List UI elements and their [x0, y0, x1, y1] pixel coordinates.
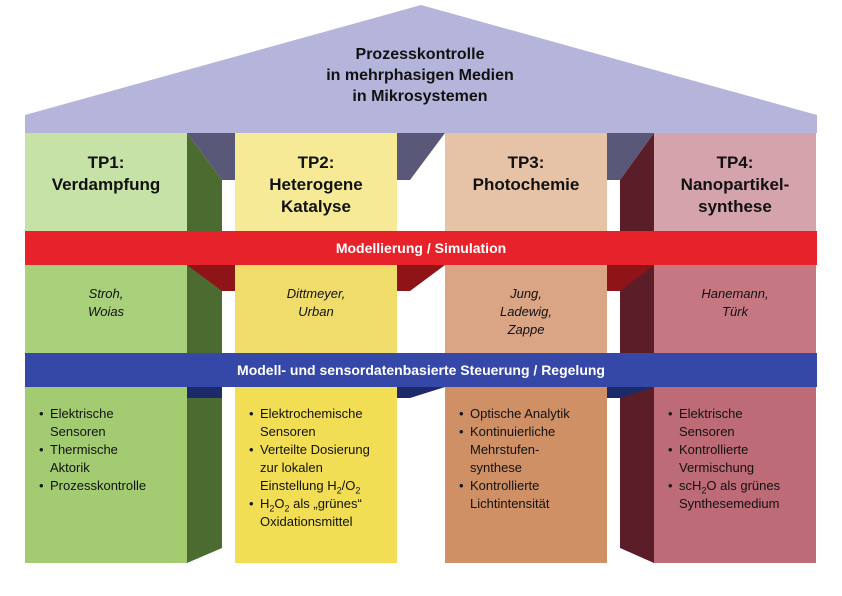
tp2-name: Urban	[298, 304, 334, 319]
tp1-name: Woias	[87, 304, 125, 319]
bullet-line: Elektrochemische	[260, 406, 363, 421]
tp2-title-line: Katalyse	[281, 197, 351, 216]
bullet-line: Sensoren	[50, 424, 106, 439]
bullet-line: Verteilte Dosierung	[260, 442, 370, 457]
roof-title-line: in Mikrosystemen	[352, 88, 488, 105]
tp4-title: TP4: Nanopartikel- synthese	[654, 152, 816, 218]
band-shadow	[397, 265, 445, 291]
tp2-title: TP2: Heterogene Katalyse	[235, 152, 397, 218]
tp1-title-line: TP1:	[87, 153, 125, 172]
beam-shadow	[607, 133, 654, 180]
band-shadow	[187, 387, 222, 398]
tp1-title: TP1: Verdampfung	[25, 152, 187, 196]
bullet-line: Optische Analytik	[470, 406, 570, 421]
modelling-simulation-band: Modellierung / Simulation	[25, 231, 817, 265]
bullet-line: scH2O als grünes	[679, 478, 781, 496]
tp2-name: Dittmeyer,	[286, 286, 346, 301]
tp3-title-line: TP3:	[507, 153, 545, 172]
bullet-item: Prozesskontrolle	[39, 477, 189, 495]
bullet-line: Kontrollierte	[679, 442, 749, 457]
bullet-line: Elektrische	[50, 406, 114, 421]
roof	[25, 5, 817, 133]
bullet-line: Sensoren	[260, 424, 316, 439]
bullet-line: Einstellung H2/O2	[260, 478, 361, 496]
beam-shadow	[397, 133, 445, 180]
tp3-names: Jung, Ladewig, Zappe	[445, 285, 607, 339]
tp4-title-line: synthese	[698, 197, 772, 216]
bullet-item: Verteilte Dosierung zur lokalenEinstellun…	[249, 441, 399, 495]
tp2-names: Dittmeyer, Urban	[235, 285, 397, 321]
bullet-line: Oxidationsmittel	[260, 514, 353, 529]
tp4-pillar-mid	[654, 265, 816, 353]
bullet-line: Lichtintensität	[470, 496, 550, 511]
tp3-name: Jung,	[510, 286, 542, 301]
bullet-item: H2O2 als „grünes“Oxidationsmittel	[249, 495, 399, 531]
tp2-pillar-mid	[235, 265, 397, 353]
bullet-line: H2O2 als „grünes“	[260, 496, 362, 514]
tp2-title-line: Heterogene	[269, 175, 363, 194]
tp3-name: Ladewig,	[499, 304, 553, 319]
tp4-pillar-side	[620, 133, 654, 563]
band-shadow	[187, 265, 235, 291]
bullet-line: Sensoren	[679, 424, 735, 439]
bullet-item: Optische Analytik	[459, 405, 609, 423]
tp2-title-line: TP2:	[297, 153, 335, 172]
beam-shadow	[187, 133, 235, 180]
bullet-line: Prozesskontrolle	[50, 478, 147, 493]
roof-title-line: Prozesskontrolle	[355, 46, 485, 63]
tp1-pillar-top	[25, 133, 187, 231]
tp1-title-line: Verdampfung	[51, 175, 161, 194]
tp4-pillar-top	[654, 133, 816, 231]
bullet-line: Mehrstufen-	[470, 442, 540, 457]
tp3-pillar-mid	[445, 265, 607, 353]
tp4-names: Hanemann, Türk	[654, 285, 816, 321]
band-shadow	[607, 265, 654, 291]
tp4-name: Türk	[722, 304, 748, 319]
tp3-pillar-top	[445, 133, 607, 231]
tp1-name: Stroh,	[88, 286, 124, 301]
band-shadow	[397, 387, 445, 398]
tp3-title-line: Photochemie	[472, 175, 580, 194]
bullet-line: Aktorik	[50, 460, 90, 475]
tp3-name: Zappe	[507, 322, 545, 337]
bullet-line: zur lokalen	[260, 460, 323, 475]
tp1-names: Stroh, Woias	[25, 285, 187, 321]
bullet-line: Kontrollierte	[470, 478, 540, 493]
roof-title-line: in mehrphasigen Medien	[326, 67, 514, 84]
control-band: Modell- und sensordatenbasierte Steuerun…	[25, 353, 817, 387]
bullet-line: Thermische	[50, 442, 118, 457]
tp4-name: Hanemann,	[701, 286, 769, 301]
tp3-title: TP3: Photochemie	[445, 152, 607, 196]
bullet-line: Synthesemedium	[679, 496, 780, 511]
tp3-bullet-list: Optische Analytik KontinuierlicheMehrstu…	[459, 405, 609, 513]
bullet-line: Elektrische	[679, 406, 743, 421]
band-shadow	[607, 387, 654, 398]
bullet-line: Vermischung	[679, 460, 755, 475]
tp2-pillar-top	[235, 133, 397, 231]
tp4-title-line: TP4:	[716, 153, 754, 172]
bullet-line: synthese	[470, 460, 523, 475]
roof-title: Prozesskontrolle in mehrphasigen Medien …	[250, 44, 590, 107]
tp1-pillar-side	[187, 133, 222, 563]
bullet-line: Kontinuierliche	[470, 424, 556, 439]
tp1-pillar-mid	[25, 265, 187, 353]
tp4-title-line: Nanopartikel-	[680, 175, 790, 194]
